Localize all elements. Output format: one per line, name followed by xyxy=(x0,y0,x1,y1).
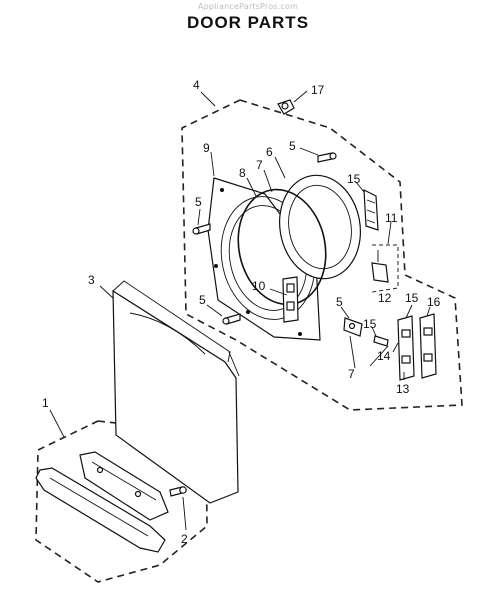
leader-lines xyxy=(49,90,431,531)
door-clip xyxy=(277,99,295,115)
screw-bottom xyxy=(222,313,241,325)
callout-16: 16 xyxy=(427,295,441,309)
callout-17: 17 xyxy=(311,83,325,97)
callout-1: 1 xyxy=(42,396,49,410)
callout-5-left: 5 xyxy=(195,195,202,209)
hinge-pin xyxy=(373,335,389,347)
outer-door-panel xyxy=(112,280,240,504)
door-glass-bowl xyxy=(278,174,362,280)
door-latch xyxy=(371,250,389,283)
handle-mount-bracket xyxy=(79,451,169,521)
callout-15-top: 15 xyxy=(405,291,419,305)
door-strike-plate xyxy=(363,189,379,231)
callout-2: 2 xyxy=(181,532,188,546)
callout-14: 13 xyxy=(396,382,410,396)
callout-7-top: 7 xyxy=(256,158,263,172)
callout-13: 15 xyxy=(347,172,361,186)
hinge-plate-right xyxy=(419,313,437,379)
hinge-plate-left xyxy=(397,315,415,381)
handle-screw xyxy=(169,486,187,497)
screw-top xyxy=(317,152,337,163)
door-handle xyxy=(35,467,166,553)
callout-labels: 4 17 5 6 7 9 8 5 15 11 10 12 5 5 15 16 1… xyxy=(42,78,441,546)
watermark: AppliancePartsPros.com xyxy=(197,2,299,11)
callout-3: 3 xyxy=(88,273,95,287)
callout-6: 6 xyxy=(266,145,273,159)
callout-7-bottom: 7 xyxy=(348,367,355,381)
page-title: DOOR PARTS xyxy=(186,13,310,32)
hinge-clip xyxy=(343,317,363,337)
door-assembly-group-outline xyxy=(181,99,463,411)
callout-10: 10 xyxy=(252,279,266,293)
callout-11: 11 xyxy=(385,211,398,225)
callout-15-middle: 15 xyxy=(363,317,377,331)
callout-4: 4 xyxy=(193,78,200,92)
screw-left xyxy=(192,223,211,235)
door-hinge-bracket xyxy=(282,276,299,323)
callout-12: 12 xyxy=(378,291,392,305)
callout-9: 9 xyxy=(203,141,210,155)
callout-8: 8 xyxy=(239,166,246,180)
callout-5-bottom: 5 xyxy=(199,293,206,307)
callout-5-top: 5 xyxy=(289,139,296,153)
callout-5-right: 5 xyxy=(336,295,343,309)
callout-15-bottom: 14 xyxy=(377,349,391,363)
